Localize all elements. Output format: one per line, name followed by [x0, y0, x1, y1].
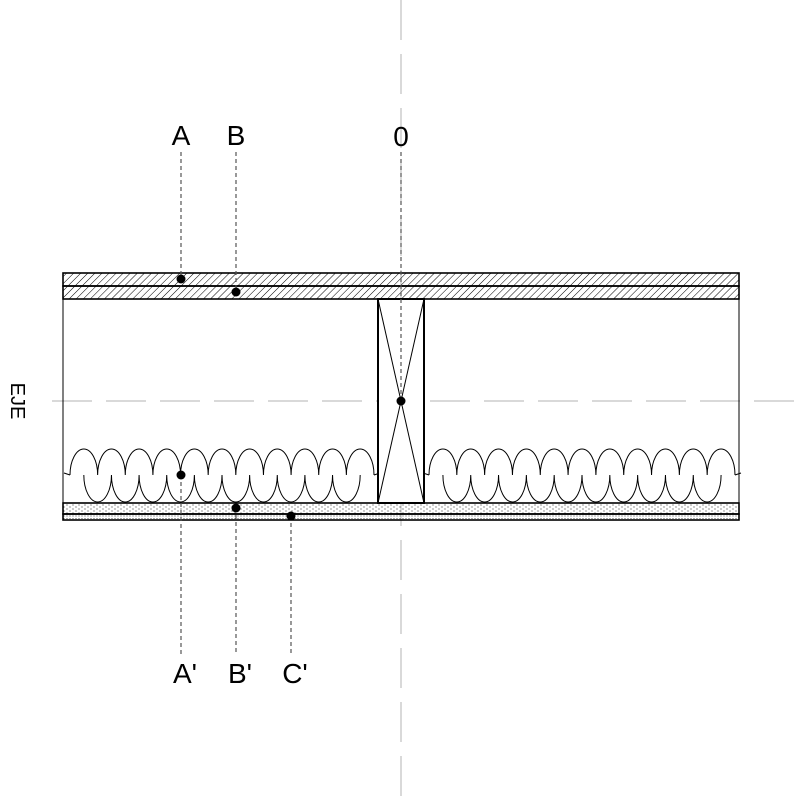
axis-label: EJE [6, 383, 28, 420]
point-c-prime [286, 511, 296, 521]
insulation-upper-lobes [428, 448, 736, 476]
label-b-prime: B' [228, 658, 252, 689]
point-0 [396, 396, 406, 406]
insulation-lower-lobes [442, 474, 722, 503]
point-b [231, 287, 241, 297]
insulation-right [422, 448, 742, 503]
insulation-upper-lobes [69, 448, 375, 476]
label-b: B [227, 120, 246, 151]
label-c-prime: C' [282, 658, 308, 689]
insulation-left [63, 448, 381, 503]
insulation-lower-lobes [83, 474, 361, 503]
bottom-board-finish [62, 513, 740, 521]
point-b-prime [231, 503, 241, 513]
insulation-end-hooks [422, 472, 742, 476]
label-0: 0 [393, 121, 409, 152]
point-a [176, 274, 186, 284]
point-a-prime [176, 470, 186, 480]
label-a-prime: A' [173, 658, 197, 689]
label-a: A [172, 120, 191, 151]
insulation-end-hooks [63, 472, 381, 476]
bottom-board-stippled [62, 502, 740, 515]
